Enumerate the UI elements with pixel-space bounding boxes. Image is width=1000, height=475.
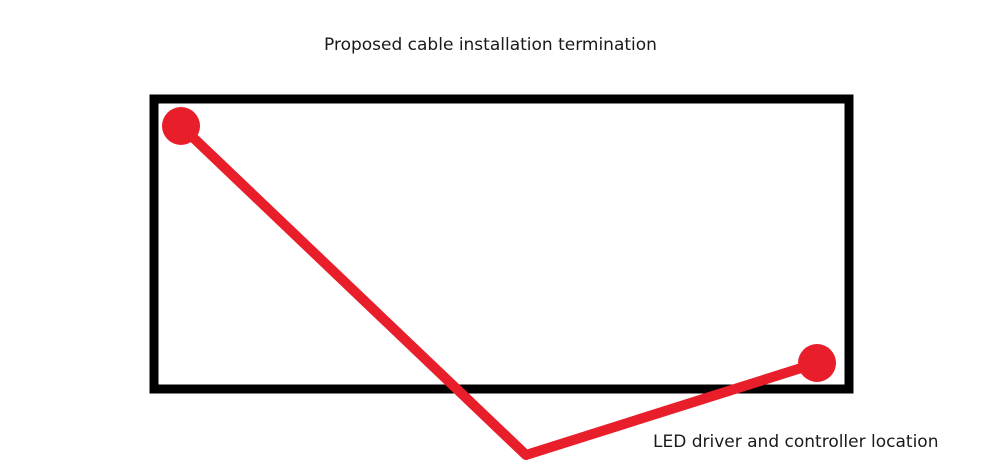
driver-point-marker	[798, 344, 836, 382]
cable-route-line	[176, 121, 822, 460]
driver-location-label: LED driver and controller location	[653, 432, 939, 452]
enclosure-frame	[149, 94, 854, 394]
termination-label: Proposed cable installation termination	[324, 35, 657, 55]
termination-point-marker	[162, 107, 200, 145]
